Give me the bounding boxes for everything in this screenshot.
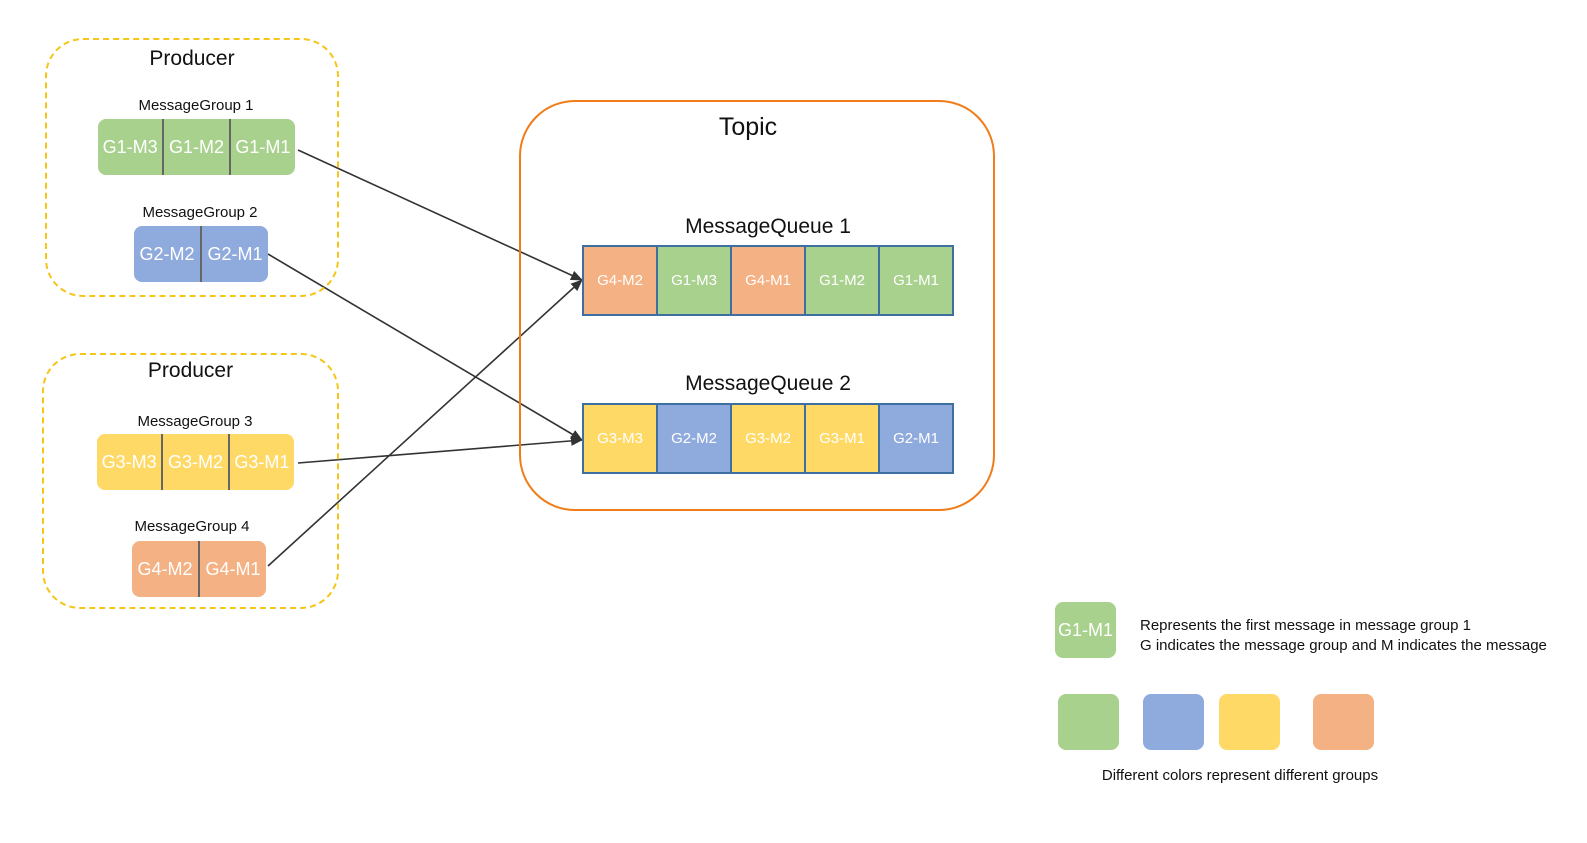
topic-title: Topic: [718, 113, 778, 141]
message-cell: G3-M2: [161, 434, 227, 490]
message-cell: G1-M2: [162, 119, 228, 175]
queue-message-cell: G2-M2: [656, 405, 730, 472]
legend-swatch-yellow: [1219, 694, 1280, 750]
legend-swatch-blue: [1143, 694, 1204, 750]
message-cell: G4-M1: [198, 541, 266, 597]
queue-message-cell: G1-M3: [656, 247, 730, 314]
message-cell: G3-M3: [101, 451, 157, 472]
message-cell: G2-M1: [200, 226, 268, 282]
legend-description-line-1: Represents the first message in message …: [1140, 617, 1472, 634]
producer-box-1: [45, 38, 339, 297]
queue-message-cell: G4-M1: [730, 247, 804, 314]
message-cell: G2-M2: [139, 243, 195, 264]
arrow-group3-to-queue2: [297, 435, 583, 464]
message-cell: G1-M1: [228, 119, 295, 175]
message-cell: G1-M3: [102, 136, 158, 157]
message-group-label-2: MessageGroup 2: [142, 204, 258, 221]
legend-swatch-green: [1058, 694, 1119, 750]
message-group-label-1: MessageGroup 1: [138, 97, 254, 114]
queue-message-cell: G3-M1: [804, 405, 878, 472]
queue-message-cell: G2-M1: [878, 405, 952, 472]
message-group-label-4: MessageGroup 4: [134, 518, 250, 535]
producer-title-1: Producer: [149, 47, 235, 70]
message-group-label-3: MessageGroup 3: [137, 413, 253, 430]
message-queue-2: G3-M3 G2-M2 G3-M2 G3-M1 G2-M1: [582, 403, 954, 474]
legend-description-line-2: G indicates the message group and M indi…: [1140, 637, 1547, 654]
message-cell: G3-M1: [227, 434, 294, 490]
legend-swatch-orange: [1313, 694, 1374, 750]
message-cell: G4-M2: [137, 558, 193, 579]
legend-sample-label: G1-M1: [1057, 619, 1113, 640]
message-queue-1: G4-M2 G1-M3 G4-M1 G1-M2 G1-M1: [582, 245, 954, 316]
message-group-strip-2: G2-M2 G2-M1: [134, 226, 268, 282]
legend-colors-note: Different colors represent different gro…: [1101, 767, 1379, 784]
arrow-group4-to-queue1: [267, 279, 583, 567]
queue-message-cell: G1-M1: [878, 247, 952, 314]
legend-sample-message: G1-M1: [1055, 602, 1116, 658]
topic-box: [519, 100, 995, 511]
message-group-strip-1: G1-M3 G1-M2 G1-M1: [98, 119, 295, 175]
message-queue-title-1: MessageQueue 1: [685, 215, 851, 238]
message-group-strip-3: G3-M3 G3-M2 G3-M1: [97, 434, 294, 490]
queue-message-cell: G3-M2: [730, 405, 804, 472]
arrow-group1-to-queue1: [297, 149, 583, 281]
queue-message-cell: G3-M3: [584, 405, 656, 472]
queue-message-cell: G4-M2: [584, 247, 656, 314]
message-group-strip-4: G4-M2 G4-M1: [132, 541, 266, 597]
message-queue-title-2: MessageQueue 2: [685, 372, 851, 395]
producer-title-2: Producer: [147, 359, 234, 382]
producer-box-2: [42, 353, 339, 609]
queue-message-cell: G1-M2: [804, 247, 878, 314]
